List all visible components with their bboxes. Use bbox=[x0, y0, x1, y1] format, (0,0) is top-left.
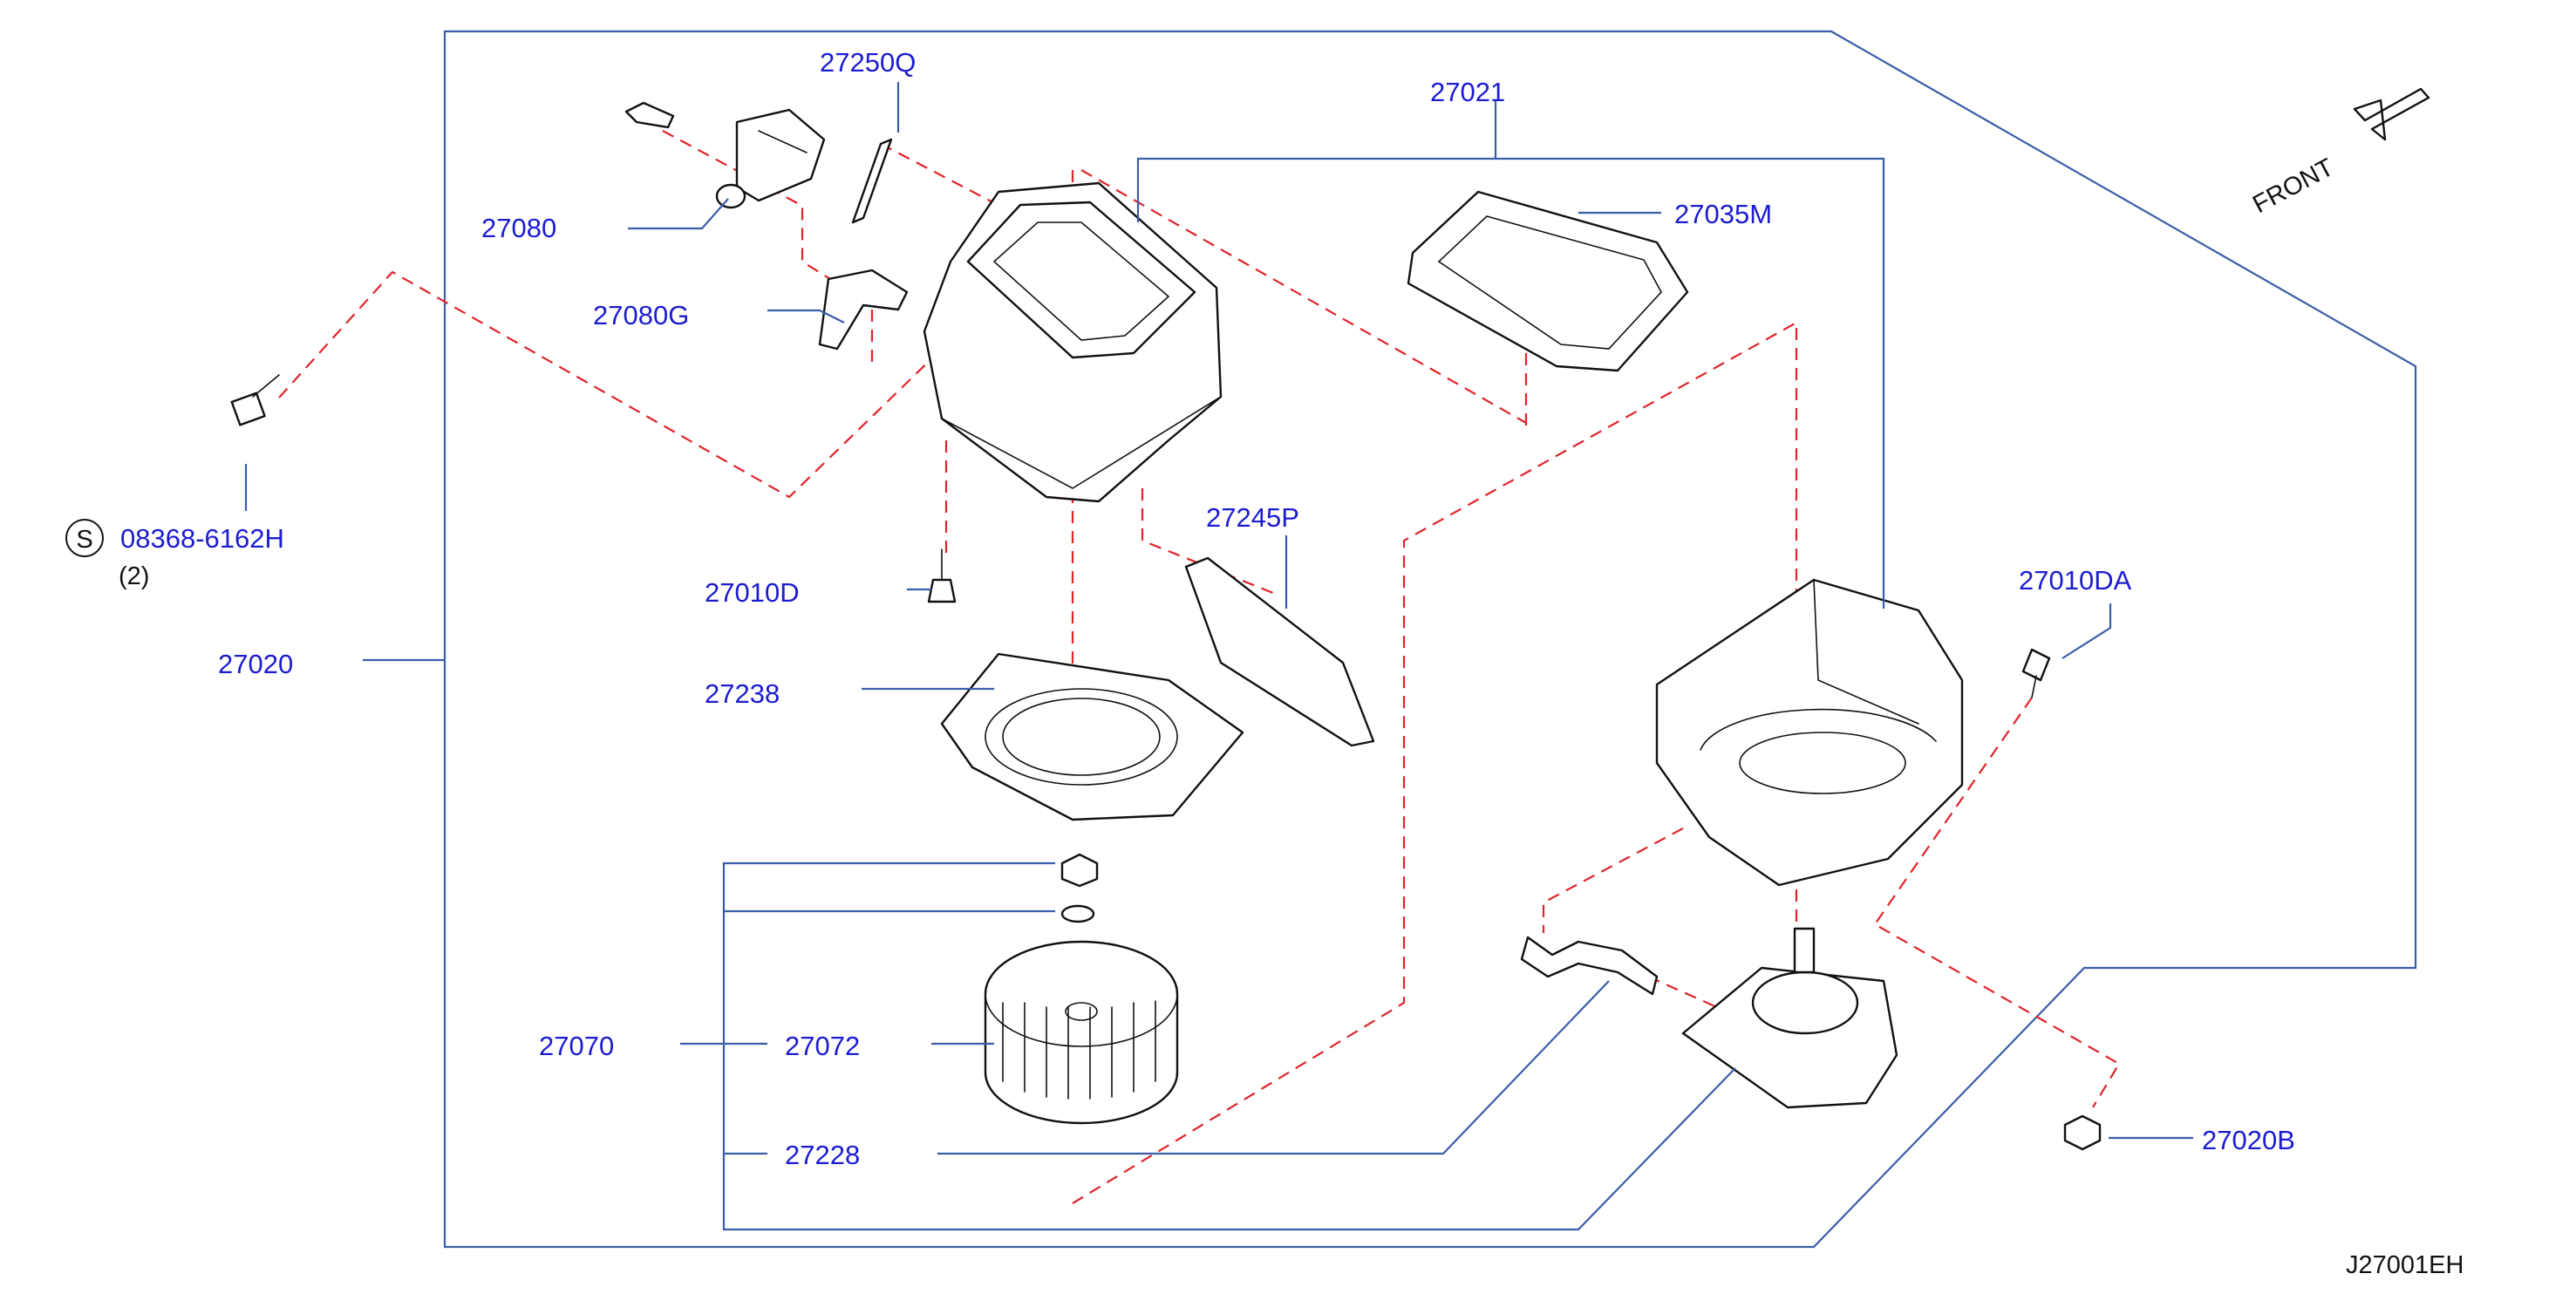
blower-case-part bbox=[1655, 578, 1964, 887]
diagram-id: J27001EH bbox=[2346, 1251, 2464, 1279]
label-27238: 27238 bbox=[705, 678, 780, 709]
screw-08368-part bbox=[230, 374, 280, 426]
label-27035M: 27035M bbox=[1674, 199, 1772, 229]
label-qty-08368: (2) bbox=[119, 562, 149, 590]
label-27250Q: 27250Q bbox=[820, 47, 916, 78]
link-27250Q-part bbox=[851, 138, 893, 224]
part-labels: 27250Q 27021 27080 27035M 27080G 08368-6… bbox=[119, 47, 2295, 1170]
label-27080: 27080 bbox=[481, 213, 556, 243]
actuator-27080-part bbox=[624, 101, 826, 209]
label-27010D: 27010D bbox=[705, 577, 800, 608]
gasket-27238-part bbox=[940, 652, 1244, 821]
intake-housing-27021-part bbox=[923, 181, 1223, 503]
leader-lines bbox=[244, 82, 2193, 1231]
front-indicator: FRONT bbox=[2248, 87, 2430, 219]
bracket-27080G-part bbox=[818, 269, 909, 351]
label-27010DA: 27010DA bbox=[2019, 565, 2132, 596]
label-27020: 27020 bbox=[218, 649, 293, 679]
harness-27228-part bbox=[1520, 936, 1659, 996]
motor-27070-part bbox=[1681, 927, 1898, 1109]
front-label: FRONT bbox=[2248, 153, 2338, 219]
label-08368-6162H: 08368-6162H bbox=[120, 523, 284, 554]
front-arrow-icon bbox=[2353, 87, 2430, 141]
screw-27010DA-part bbox=[2021, 648, 2051, 698]
label-27228: 27228 bbox=[785, 1140, 860, 1170]
washer-part bbox=[1060, 904, 1095, 923]
label-27080G: 27080G bbox=[593, 300, 689, 330]
filter-27245P-part bbox=[1184, 556, 1375, 747]
nut-part bbox=[1060, 853, 1099, 888]
label-27070: 27070 bbox=[539, 1031, 614, 1061]
label-27021: 27021 bbox=[1430, 77, 1505, 107]
nut-27020B-part bbox=[2063, 1114, 2102, 1151]
screw-symbol-label: S bbox=[76, 526, 92, 554]
label-27020B: 27020B bbox=[2202, 1125, 2295, 1155]
screw-s-symbol-icon: S bbox=[65, 519, 104, 557]
fan-27072-part bbox=[984, 940, 1179, 1125]
filter-frame-27035M-part bbox=[1407, 190, 1689, 372]
label-27072: 27072 bbox=[785, 1031, 860, 1061]
group-outline-27020 bbox=[443, 30, 2417, 1249]
screw-27010D-part bbox=[927, 548, 957, 603]
label-27245P: 27245P bbox=[1206, 502, 1299, 533]
